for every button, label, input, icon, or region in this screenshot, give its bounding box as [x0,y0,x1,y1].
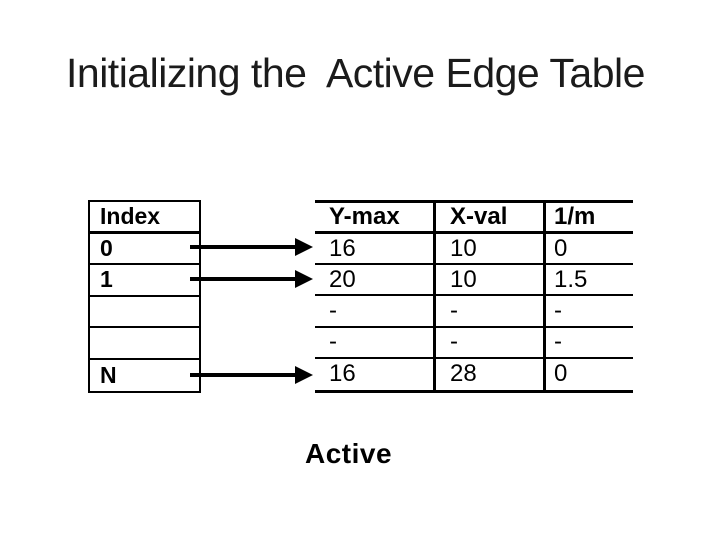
arrow-shaft [190,373,296,377]
arrowhead-icon [295,366,313,384]
index-table: Index 0 1 N [88,200,201,393]
active-edge-table: Y-max X-val 1/m 16 10 0 20 10 1.5 - - - … [315,200,633,393]
arrow-shaft [190,277,296,281]
index-row-3 [90,328,199,360]
active-table-caption: Active [305,438,393,469]
aet-cell-r4-ymax: - [315,327,436,359]
aet-cell-r1-xval: 10 [436,234,546,266]
index-row-2 [90,297,199,328]
index-row-1: 1 [90,265,199,297]
aet-header-xval: X-val [436,203,546,235]
aet-cell-r5-ymax: 16 [315,358,436,390]
aet-cell-r3-ymax: - [315,296,436,328]
aet-cell-r5-1m: 0 [554,360,568,388]
aet-cell-r2-xval: 10 [436,265,546,297]
aet-cell-r3-xval: - [436,296,546,328]
arrow-index0-to-row1 [190,238,313,256]
aet-cell-r4-1m: - [546,328,633,359]
aet-cell-r2-ymax: 20 [315,265,436,297]
aet-cell-r3-1m: - [546,296,633,328]
index-table-header: Index [90,202,199,234]
aet-cell-r1-1m: 0 [546,234,633,266]
aet-header-1m: 1/m [546,203,633,235]
aet-cell-r4-xval: - [436,327,546,359]
index-row-n: N [100,361,117,388]
slide-title: Initializing the Active Edge Table [66,50,645,96]
aet-cell-r2-1m: 1.5 [546,265,633,297]
aet-header-ymax: Y-max [315,203,436,235]
index-row-0: 0 [90,234,199,265]
arrow-indexn-to-row5 [190,366,313,384]
arrowhead-icon [295,238,313,256]
arrow-shaft [190,245,296,249]
aet-cell-r5-xval: 28 [436,358,546,390]
arrowhead-icon [295,270,313,288]
arrow-index1-to-row2 [190,270,313,288]
aet-cell-r1-ymax: 16 [315,234,436,266]
